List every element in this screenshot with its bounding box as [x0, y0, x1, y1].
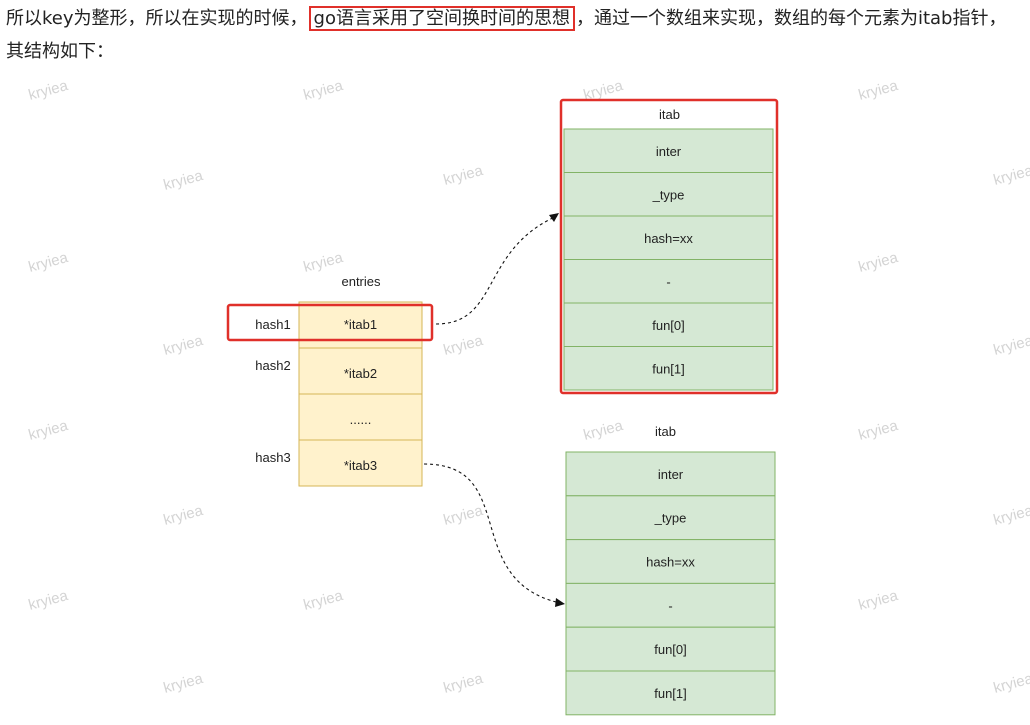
hash-key-label: hash1 — [255, 317, 290, 332]
entry-cell — [298, 393, 423, 441]
itab-field-label: - — [668, 598, 672, 613]
watermark-text: kryiea — [27, 587, 71, 614]
itab-field-cell — [563, 172, 774, 217]
itab-field-cell — [565, 451, 776, 497]
highlight-box-itab1 — [559, 98, 779, 395]
pointer-itab3-connector — [423, 463, 561, 604]
watermark-text: kryiea — [857, 417, 901, 444]
watermark-text: kryiea — [162, 332, 206, 359]
itab-field-cell — [563, 346, 774, 391]
itab-field-cell — [565, 582, 776, 628]
watermark-text: kryiea — [442, 162, 486, 189]
itab-field-cell — [565, 539, 776, 584]
watermark-text: kryiea — [857, 587, 901, 614]
watermark-text: kryiea — [442, 502, 486, 529]
watermark-text: kryiea — [442, 670, 486, 697]
intro-text-before: 所以key为整形，所以在实现的时候， — [6, 8, 308, 29]
entry-cell-label: *itab3 — [344, 458, 377, 473]
itab-field-cell — [565, 495, 776, 541]
watermark-text: kryiea — [27, 77, 71, 104]
watermark-text: kryiea — [992, 670, 1030, 697]
itab-field-label: _type — [652, 187, 685, 202]
hash-key-label: hash2 — [255, 358, 290, 373]
itab-field-cell — [563, 215, 774, 260]
highlight-box-hash1 — [226, 303, 434, 342]
itab-field-label: fun[0] — [652, 318, 685, 333]
itab-field-cell — [565, 626, 776, 672]
itab-field-label: fun[1] — [652, 361, 685, 376]
watermark-text: kryiea — [162, 670, 206, 697]
pointer-itab1-arrowhead — [549, 213, 559, 222]
itab-field-label: fun[1] — [654, 686, 687, 701]
watermark-text: kryiea — [162, 502, 206, 529]
watermark-text: kryiea — [857, 77, 901, 104]
watermark-text: kryiea — [857, 249, 901, 276]
entries-title: entries — [341, 274, 381, 289]
itab-field-label: inter — [658, 467, 684, 482]
itab-field-cell — [563, 128, 774, 173]
itab-field-label: _type — [654, 511, 687, 526]
entry-cell-label: *itab2 — [344, 366, 377, 381]
intro-highlight: go语言采用了空间换时间的思想 — [308, 6, 575, 31]
pointer-itab1-connector — [435, 215, 558, 325]
watermark-text: kryiea — [992, 332, 1030, 359]
itab-field-cell — [563, 259, 774, 304]
watermark-text: kryiea — [992, 162, 1030, 189]
entry-cell-label: *itab1 — [344, 317, 377, 332]
watermark-text: kryiea — [302, 249, 346, 276]
watermark-text: kryiea — [27, 417, 71, 444]
itab-field-label: fun[0] — [654, 642, 687, 657]
intro-paragraph: 所以key为整形，所以在实现的时候，go语言采用了空间换时间的思想，通过一个数组… — [6, 2, 1024, 68]
itab-field-label: hash=xx — [644, 231, 693, 246]
watermark-text: kryiea — [302, 587, 346, 614]
itab-title: itab — [659, 107, 680, 122]
entry-cell — [298, 439, 423, 487]
itab-field-cell — [565, 670, 776, 716]
watermark-text: kryiea — [162, 167, 206, 194]
itab-field-label: hash=xx — [646, 555, 695, 570]
itab-title: itab — [655, 424, 676, 439]
watermark-text: kryiea — [302, 77, 346, 104]
entries-array: *itab1 hash1 *itab2 hash2...... *itab3 hash3 — [255, 301, 423, 487]
entry-cell-label: ...... — [350, 412, 372, 427]
hash-key-label: hash3 — [255, 450, 290, 465]
itab-field-cell — [563, 302, 774, 347]
itab-tables: itab inter _type hash=xx - fun[0] fun[1] itab in… — [563, 107, 776, 716]
watermark-layer: kryiea kryiea kryiea kryiea kryiea kryiea kryi… — [27, 77, 1030, 697]
watermark-text: kryiea — [442, 332, 486, 359]
intro-text-after: ，通过一个数组来实现，数组的每个元素为itab指针，其结构如下： — [6, 8, 1007, 62]
itab-field-label: inter — [656, 144, 682, 159]
itab-field-label: - — [666, 274, 670, 289]
watermark-text: kryiea — [992, 502, 1030, 529]
entry-cell — [298, 347, 423, 395]
watermark-text: kryiea — [27, 249, 71, 276]
watermark-text: kryiea — [582, 417, 626, 444]
pointer-itab3-arrowhead — [555, 598, 565, 607]
